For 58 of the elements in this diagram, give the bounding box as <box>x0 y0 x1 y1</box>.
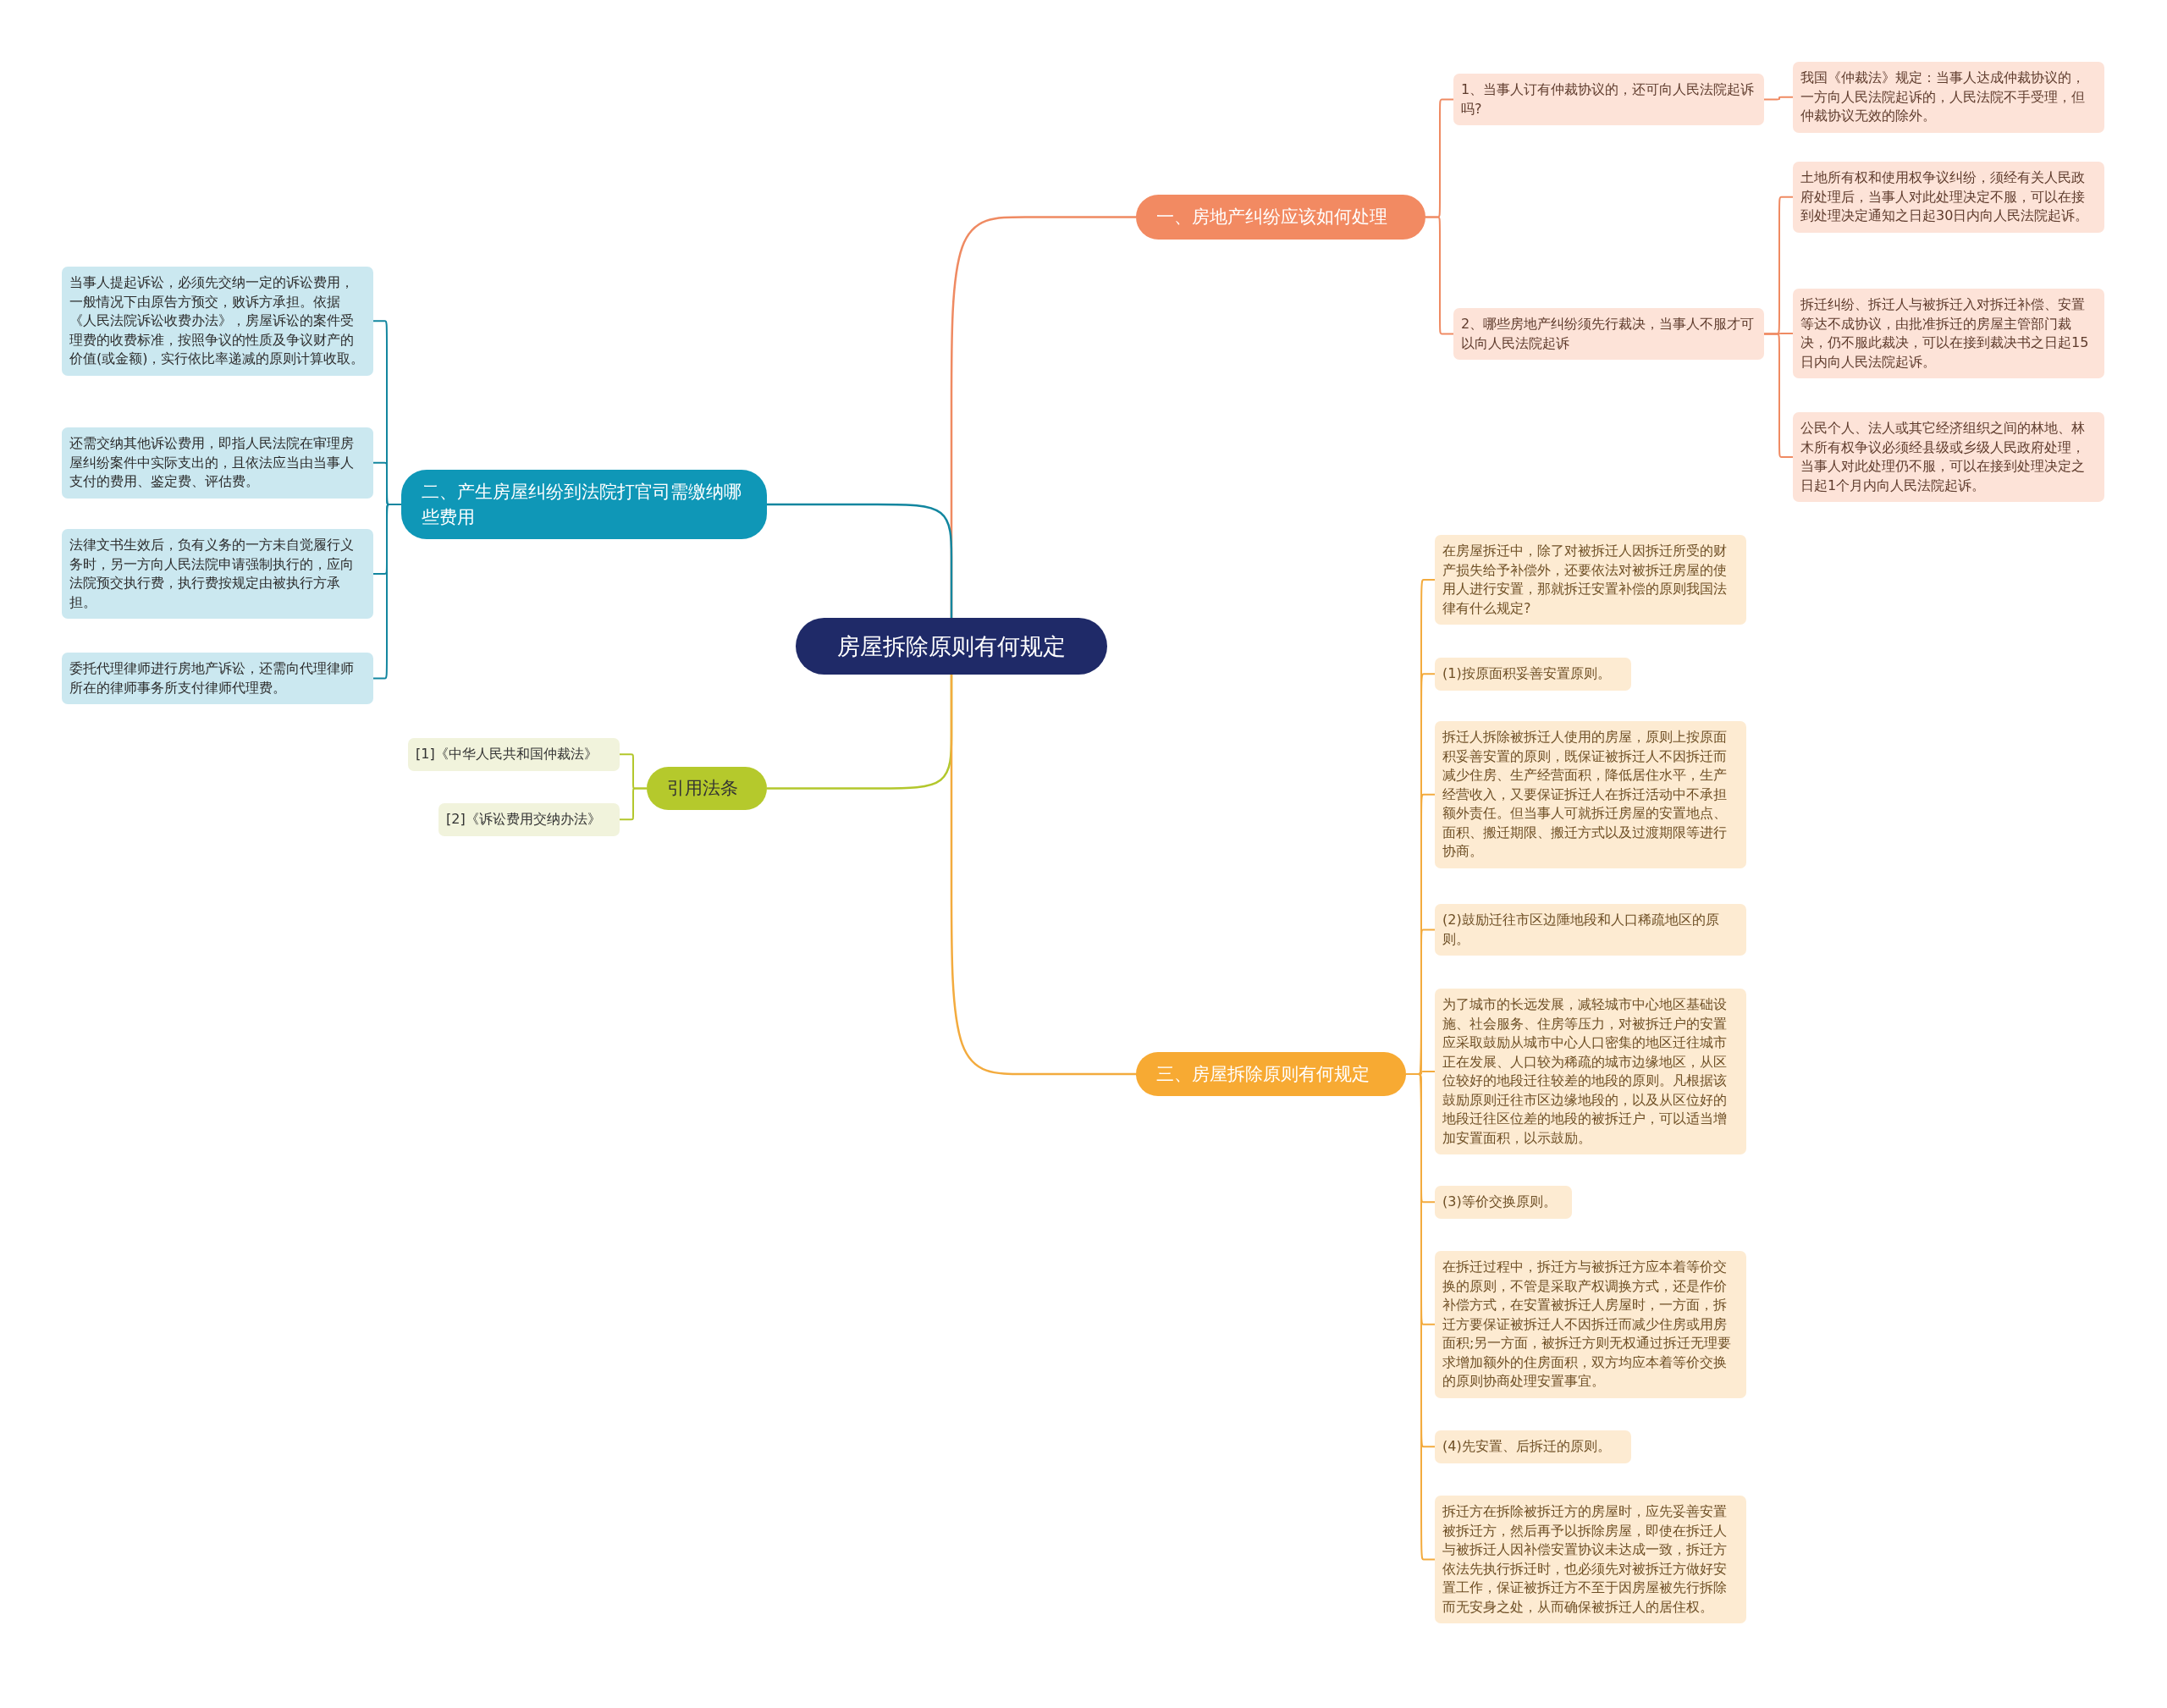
note-card <box>1435 1251 1746 1398</box>
note-card <box>1435 904 1746 956</box>
topic-text: 委托代理律师进行房地产诉讼，还需向代理律师所在的律师事务所支付律师代理费。 <box>69 659 355 697</box>
branch-line <box>1425 216 1454 335</box>
note-card <box>1435 721 1746 868</box>
note-card <box>62 653 373 704</box>
topic-text: 土地所有权和使用权争议纠纷，须经有关人民政府处理后，当事人对此处理决定不服，可以在接到处理决定通知之日起30日内向人民法院起诉。 <box>1800 168 2090 225</box>
topic-text: 在房屋拆迁中，除了对被拆迁人因拆迁所受的财产损失给予补偿外，还要依法对被拆迁房屋的使用人进行安置，那就拆迁安置补偿的原则我国法律有什么规定? <box>1442 542 1728 618</box>
branch-topic <box>647 767 767 810</box>
topic-text: 二、产生房屋纠纷到法院打官司需缴纳哪些费用 <box>422 480 742 529</box>
topic-text: 1、当事人订有仲裁协议的，还可向人民法院起诉吗? <box>1461 80 1756 118</box>
topic-text: [1]《中华人民共和国仲裁法》 <box>416 745 598 763</box>
topic-text: 房屋拆除原则有何规定 <box>837 631 1066 661</box>
topic-text: 2、哪些房地产纠纷须先行裁决，当事人不服才可以向人民法院起诉 <box>1461 315 1756 353</box>
note-card <box>1793 62 2104 133</box>
note-card <box>62 529 373 619</box>
branch-line <box>950 675 1136 1076</box>
note-card <box>408 738 620 771</box>
topic-text: 法律文书生效后，负有义务的一方未自觉履行义务时，另一方向人民法院申请强制执行的，应向法院预交执行费，执行费按规定由被执行方承担。 <box>69 536 355 612</box>
note-card <box>1793 289 2104 378</box>
topic-text: 为了城市的长远发展，减轻城市中心地区基础设施、社会服务、住房等压力，对被拆迁户的安置应采取鼓励从城市中心人口密集的地区迁往城市正在发展、人口较为稀疏的城市边缘地区，从区位较好的地段迁往较差的地段的原则。凡根据该鼓励原则迁往市区边缘地段的，以及从区位好的地段迁往区位差的地段的被拆迁户，可以适当增加安置面积，以示鼓励。 <box>1442 995 1728 1148</box>
topic-text: (4)先安置、后拆迁的原则。 <box>1442 1437 1612 1456</box>
note-card <box>1435 535 1746 625</box>
note-card <box>1435 1186 1572 1219</box>
note-card <box>1435 1430 1631 1463</box>
topic-text: (2)鼓励迁往市区边陲地段和人口稀疏地区的原则。 <box>1442 911 1720 949</box>
branch-topic <box>401 470 767 539</box>
topic-text: 公民个人、法人或其它经济组织之间的林地、林木所有权争议必须经县级或乡级人民政府处理，当事人对此处理仍不服，可以在接到处理决定之日起1个月内向人民法院起诉。 <box>1800 419 2086 495</box>
note-card <box>1435 658 1631 691</box>
note-card <box>1435 989 1746 1154</box>
topic-text: (3)等价交换原则。 <box>1442 1193 1558 1211</box>
branch-topic <box>1136 195 1425 240</box>
topic-text: 引用法条 <box>667 777 738 801</box>
note-card <box>1793 162 2104 233</box>
branch-line <box>619 787 648 821</box>
note-card <box>62 267 373 376</box>
note-card <box>1435 1496 1746 1623</box>
topic-text: 当事人提起诉讼，必须先交纳一定的诉讼费用，一般情况下由原告方预交，败诉方承担。依据《人民法院诉讼收费办法》，房屋诉讼的案件受理费的收费标准，按照争议的性质及争议财产的价值(或金额)，实行依比率递减的原则计算收取。 <box>69 273 366 368</box>
branch-line <box>1763 333 1794 458</box>
branch-line <box>372 504 402 680</box>
note-card <box>62 427 373 499</box>
branch-line <box>1763 96 1794 101</box>
topic-text: 一、房地产纠纷应该如何处理 <box>1156 206 1387 229</box>
note-card <box>438 803 620 836</box>
note-card <box>1453 74 1764 125</box>
topic-text: (1)按原面积妥善安置原则。 <box>1442 664 1612 683</box>
topic-text: 拆迁方在拆除被拆迁方的房屋时，应先妥善安置被拆迁方，然后再予以拆除房屋，即使在拆迁人与被拆迁人因补偿安置协议未达成一致，拆迁方依法先执行拆迁时，也必须先对被拆迁方做好安置工作，保证被拆迁方不至于因房屋被先行拆除而无安身之处，从而确保被拆迁人的居住权。 <box>1442 1502 1728 1617</box>
branch-topic <box>1136 1052 1406 1096</box>
topic-text: 拆迁纠纷、拆迁人与被拆迁入对拆迁补偿、安置等达不成协议，由批准拆迁的房屋主管部门裁决，仍不服此裁决，可以在接到裁决书之日起15日内向人民法院起诉。 <box>1800 295 2090 372</box>
topic-text: 拆迁人拆除被拆迁人使用的房屋，原则上按原面积妥善安置的原则，既保证被拆迁人不因拆迁而减少住房、生产经营面积，降低居住水平，生产经营收入，又要保证拆迁人在拆迁活动中不承担额外责任。但当事人可就拆迁房屋的安置地点、面积、搬迁期限、搬迁方式以及过渡期限等进行协商。 <box>1442 728 1728 861</box>
note-card <box>1453 308 1764 360</box>
topic-text: 我国《仲裁法》规定：当事人达成仲裁协议的，一方向人民法院起诉的，人民法院不手受理，但仲裁协议无效的除外。 <box>1800 69 2086 125</box>
topic-text: [2]《诉讼费用交纳办法》 <box>446 810 602 829</box>
branch-line <box>767 503 953 618</box>
note-card <box>1793 412 2104 502</box>
topic-text: 在拆迁过程中，拆迁方与被拆迁方应本着等价交换的原则，不管是采取产权调换方式，还是作价补偿方式，在安置被拆迁人房屋时，一方面，拆迁方要保证被拆迁人不因拆迁而减少住房或用房面积;另一方面，被拆迁方则无权通过拆迁无理要求增加额外的住房面积，双方均应本着等价交换的原则协商处理安置事宜。 <box>1442 1258 1733 1391</box>
topic-text: 还需交纳其他诉讼费用，即指人民法院在审理房屋纠纷案件中实际支出的，且依法应当由当事人支付的费用、鉴定费、评估费。 <box>69 434 355 491</box>
topic-text: 三、房屋拆除原则有何规定 <box>1156 1062 1370 1086</box>
